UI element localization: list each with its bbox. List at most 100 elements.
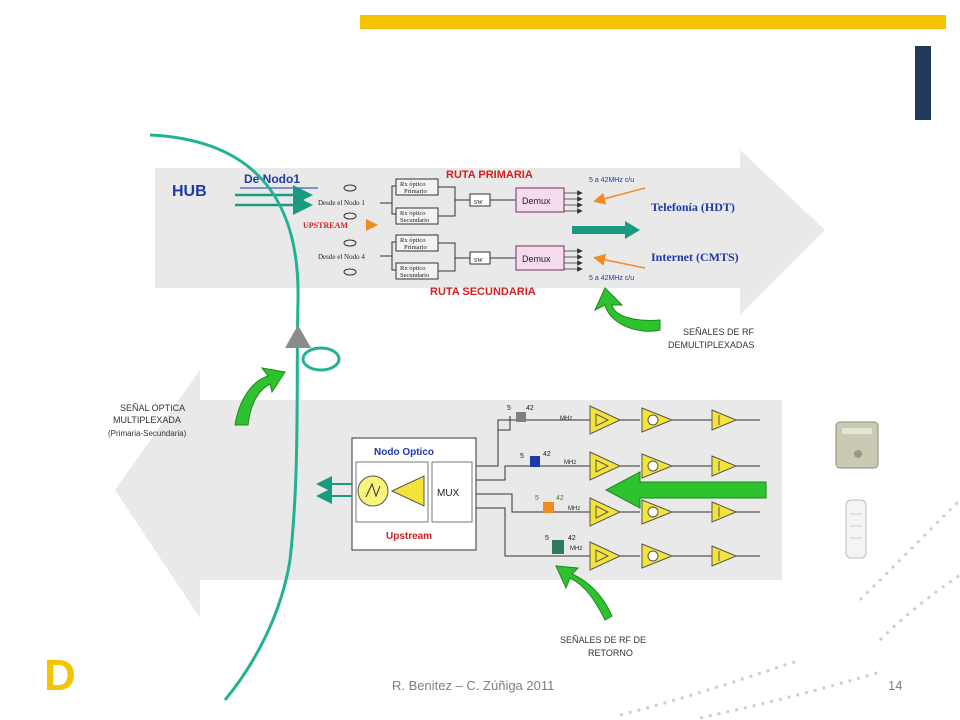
band-row-1: 5 42 MHz bbox=[507, 405, 572, 422]
svg-text:Primario: Primario bbox=[404, 244, 427, 251]
svg-text:5: 5 bbox=[520, 453, 524, 460]
amp-triangle bbox=[589, 405, 622, 435]
upstream-bottom-label: Upstream bbox=[386, 531, 432, 542]
hub-label: HUB bbox=[172, 183, 207, 200]
fiber-curve bbox=[149, 133, 300, 701]
svg-text:Demux: Demux bbox=[522, 196, 551, 206]
svg-text:42: 42 bbox=[543, 451, 551, 458]
amp-triangle bbox=[711, 545, 738, 567]
desde-nodo1-label: Desde el Nodo 1 bbox=[318, 199, 365, 207]
svg-text:Demux: Demux bbox=[522, 254, 551, 264]
ruta-secundaria-label: RUTA SECUNDARIA bbox=[430, 286, 536, 298]
de-nodo1-label: De Nodo1 bbox=[244, 172, 300, 186]
rx-primario-box-2: Rx óptico Primario bbox=[395, 234, 439, 252]
svg-text:MHz: MHz bbox=[570, 546, 582, 552]
senales-rf-retorno-line1: SEÑALES DE RF DE bbox=[560, 635, 646, 645]
svg-text:Rx óptico: Rx óptico bbox=[400, 210, 425, 217]
top-big-arrow bbox=[155, 150, 825, 315]
svg-text:42: 42 bbox=[568, 535, 576, 542]
telefonia-label: Telefonía (HDT) bbox=[651, 200, 735, 214]
green-return-arrow bbox=[604, 471, 767, 509]
svg-text:42: 42 bbox=[556, 495, 564, 502]
freq-label-top: 5 a 42MHz c/u bbox=[589, 177, 634, 184]
accent-bar bbox=[360, 15, 946, 29]
sw-box-2: sw bbox=[469, 251, 491, 265]
connector-oval bbox=[343, 212, 357, 220]
title-marker-bar bbox=[915, 46, 931, 120]
footer-credit: R. Benitez – C. Zúñiga 2011 bbox=[392, 678, 555, 693]
amplifier-rows bbox=[589, 405, 760, 571]
internet-label: Internet (CMTS) bbox=[651, 250, 739, 264]
desde-nodo4-label: Desde el Nodo 4 bbox=[318, 253, 365, 261]
amp-triangle bbox=[711, 409, 738, 431]
svg-text:5: 5 bbox=[535, 495, 539, 502]
laser-icon bbox=[357, 475, 389, 507]
svg-text:42: 42 bbox=[526, 405, 534, 412]
senales-rf-retorno-line2: RETORNO bbox=[588, 648, 633, 658]
ruta-primaria-label: RUTA PRIMARIA bbox=[446, 169, 533, 181]
rx-secundario-box-1: Rx óptico Secundario bbox=[395, 207, 439, 225]
svg-text:Rx óptico: Rx óptico bbox=[400, 265, 425, 272]
svg-text:sw: sw bbox=[474, 255, 483, 264]
nodo-optico-title: Nodo Optico bbox=[374, 447, 434, 458]
svg-text:5: 5 bbox=[507, 405, 511, 412]
top-panel: HUB De Nodo1 Desde el Nodo 1 Desde el No… bbox=[155, 150, 825, 315]
freq-label-bottom: 5 a 42MHz c/u bbox=[589, 275, 634, 282]
senales-rf-demux-line2: DEMULTIPLEXADAS bbox=[668, 340, 754, 350]
svg-text:5: 5 bbox=[545, 535, 549, 542]
demux-box-1: Demux bbox=[515, 187, 565, 213]
svg-text:MHz: MHz bbox=[560, 416, 572, 422]
amplifier-row bbox=[589, 497, 760, 527]
band-row-2: 5 42 MHz bbox=[520, 451, 576, 467]
mux-box bbox=[431, 461, 473, 523]
sw-box-1: sw bbox=[469, 193, 491, 207]
senal-optica-line1: SEÑAL OPTICA bbox=[120, 403, 185, 413]
svg-text:MHz: MHz bbox=[564, 460, 576, 466]
orange-pointer-2 bbox=[593, 253, 646, 269]
green-curved-arrow-left bbox=[234, 367, 286, 426]
amp-triangle bbox=[589, 451, 622, 481]
senal-optica-line3: (Primaria-Secundaria) bbox=[108, 429, 187, 438]
amplifier-row bbox=[589, 541, 760, 571]
device-image-2 bbox=[845, 499, 867, 559]
connector-oval bbox=[343, 268, 357, 276]
connector-oval bbox=[343, 184, 357, 192]
amplifier-row bbox=[589, 451, 760, 481]
amp-triangle bbox=[711, 455, 738, 477]
amplifier-row bbox=[589, 405, 760, 435]
bottom-panel: SEÑAL OPTICA MULTIPLEXADA (Primaria-Secu… bbox=[108, 370, 782, 621]
band-row-4: 5 42 MHz bbox=[545, 535, 582, 554]
svg-text:Secundario: Secundario bbox=[400, 217, 429, 224]
teal-middle-arrow bbox=[572, 221, 640, 239]
decorative-dashes bbox=[619, 498, 960, 720]
mux-label: MUX bbox=[437, 488, 460, 499]
logo-mark: D bbox=[44, 651, 76, 700]
branch-lines bbox=[476, 416, 590, 557]
upstream-orange-arrow bbox=[366, 219, 378, 231]
orange-pointer-1 bbox=[593, 187, 646, 205]
svg-text:MHz: MHz bbox=[568, 506, 580, 512]
amp-triangle bbox=[711, 501, 738, 523]
amp-triangle bbox=[589, 541, 622, 571]
svg-text:Rx óptico: Rx óptico bbox=[400, 181, 425, 188]
svg-text:Primario: Primario bbox=[404, 188, 427, 195]
demux-box-2: Demux bbox=[515, 245, 565, 271]
band-row-3: 5 42 MHz bbox=[535, 495, 580, 513]
connector-oval bbox=[343, 239, 357, 247]
green-curved-arrow-bottom bbox=[555, 565, 613, 621]
amplifier-icon bbox=[390, 475, 425, 507]
senal-optica-line2: MULTIPLEXADA bbox=[113, 415, 181, 425]
green-curved-arrow-top bbox=[593, 287, 661, 332]
nodo-optico-box: Nodo Optico Upstream MUX bbox=[351, 437, 477, 551]
upstream-label-top: UPSTREAM bbox=[303, 221, 348, 230]
senales-rf-demux-line1: SEÑALES DE RF bbox=[683, 327, 755, 337]
device-image-1 bbox=[835, 421, 879, 469]
fiber-loop bbox=[301, 346, 341, 372]
rx-secundario-box-2: Rx óptico Secundario bbox=[395, 262, 439, 280]
page-number: 14 bbox=[888, 678, 903, 693]
fiber-direction-arrow bbox=[285, 325, 311, 348]
svg-text:Rx óptico: Rx óptico bbox=[400, 237, 425, 244]
svg-text:sw: sw bbox=[474, 197, 483, 206]
amp-triangle bbox=[589, 497, 622, 527]
